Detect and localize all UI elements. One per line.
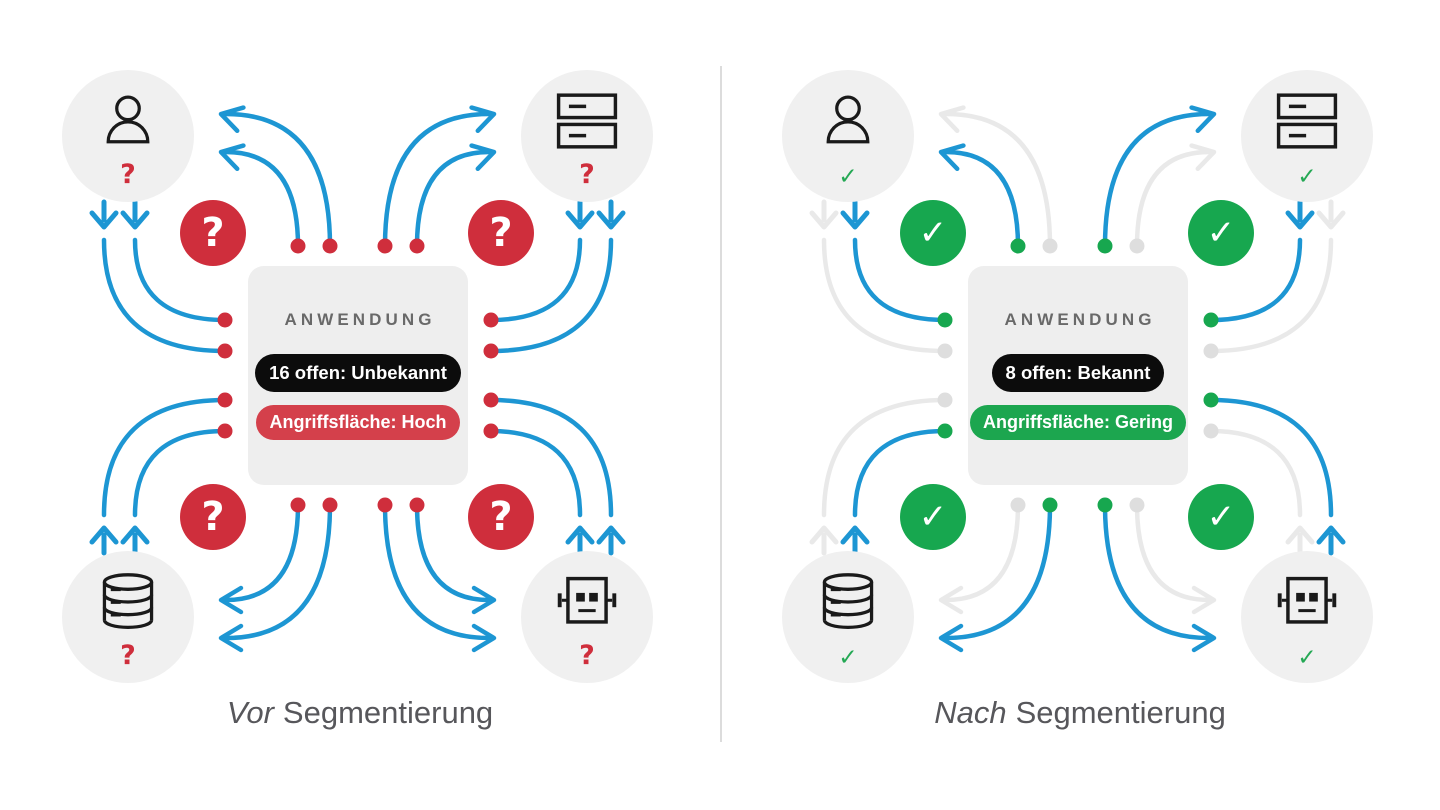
node-status: ? — [579, 159, 595, 190]
link-user-to-box — [809, 199, 948, 354]
node-status: ? — [120, 159, 136, 190]
bot-icon — [557, 576, 617, 624]
node-status: ✓ — [1297, 645, 1317, 671]
link-box-to-bot — [1102, 502, 1217, 653]
port-dots — [937, 238, 1219, 513]
link-box-to-bot — [382, 502, 497, 653]
node-user: ? — [62, 70, 194, 202]
link-database-to-box — [809, 397, 948, 556]
risk-badge: ? — [180, 200, 246, 266]
link-box-to-server — [382, 105, 497, 249]
link-bot-to-box — [488, 397, 626, 556]
connection-arcs — [89, 105, 626, 653]
risk-badge: ? — [180, 484, 246, 550]
caption-rest: Segmentierung — [1015, 695, 1226, 730]
attack-surface-pill: Angriffsfläche: Hoch — [256, 405, 460, 440]
node-status: ✓ — [838, 164, 858, 190]
node-status: ✓ — [838, 645, 858, 671]
panel-before-segmentation: ? ? ? — [0, 70, 720, 731]
safe-badge: ✓ — [1188, 484, 1254, 550]
link-bot-to-box — [1208, 397, 1346, 556]
node-user: ✓ — [782, 70, 914, 202]
server-rack-icon — [1276, 93, 1338, 149]
node-status: ✓ — [1297, 164, 1317, 190]
safe-badge: ✓ — [900, 200, 966, 266]
caption-emphasis: Nach — [934, 695, 1007, 730]
database-icon — [102, 573, 154, 629]
node-server: ✓ — [1241, 70, 1373, 202]
node-database: ✓ — [782, 551, 914, 683]
connection-arcs — [809, 105, 1346, 653]
user-icon — [826, 95, 870, 144]
caption-rest: Segmentierung — [282, 695, 494, 730]
caption-emphasis: Vor — [226, 695, 274, 730]
safe-badge: ✓ — [900, 484, 966, 550]
attack-surface-pill: Angriffsfläche: Gering — [969, 405, 1187, 440]
panel-divider — [720, 66, 722, 742]
open-ports-pill: 8 offen: Bekannt — [991, 354, 1165, 392]
node-database: ? — [62, 551, 194, 683]
link-server-to-box — [488, 199, 626, 354]
application-box: ANWENDUNG 8 offen: Bekannt Angriffsfläch… — [968, 266, 1188, 485]
database-icon — [822, 573, 874, 629]
safe-badge: ✓ — [1188, 200, 1254, 266]
link-box-to-database — [218, 502, 333, 653]
node-status: ? — [579, 640, 595, 671]
bot-icon — [1277, 576, 1337, 624]
node-status: ? — [120, 640, 136, 671]
link-server-to-box — [1208, 199, 1346, 354]
port-dots — [217, 238, 499, 513]
open-ports-pill: 16 offen: Unbekannt — [255, 354, 461, 392]
link-box-to-server — [1102, 105, 1217, 249]
risk-badge: ? — [468, 484, 534, 550]
node-bot: ? — [521, 551, 653, 683]
node-bot: ✓ — [1241, 551, 1373, 683]
link-box-to-user — [938, 105, 1053, 249]
server-rack-icon — [556, 93, 618, 149]
link-box-to-database — [938, 502, 1053, 653]
risk-badge: ? — [468, 200, 534, 266]
link-box-to-user — [218, 105, 333, 249]
link-user-to-box — [89, 199, 228, 354]
panel-after-segmentation: ✓ ✓ ✓ — [720, 0, 1440, 810]
user-icon — [106, 95, 150, 144]
node-server: ? — [521, 70, 653, 202]
application-box: ANWENDUNG 16 offen: Unbekannt Angriffsfl… — [248, 266, 468, 485]
application-title: ANWENDUNG — [284, 310, 436, 329]
link-database-to-box — [89, 397, 228, 556]
application-title: ANWENDUNG — [1004, 310, 1156, 329]
